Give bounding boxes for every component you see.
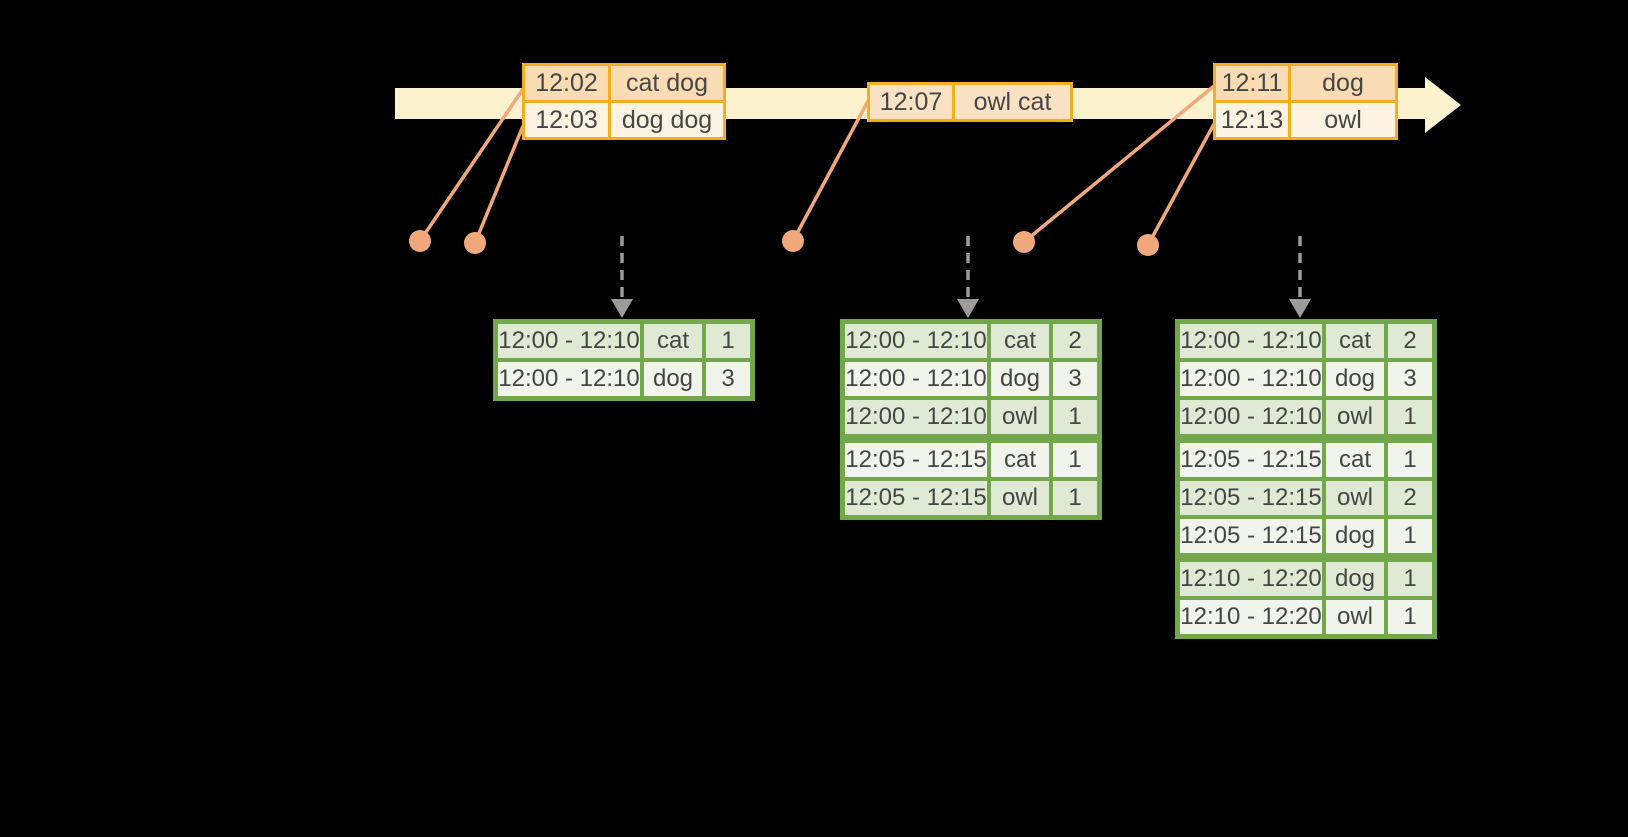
word-cell: cat xyxy=(644,324,702,358)
word-cell: dog xyxy=(1326,562,1384,596)
count-cell: 3 xyxy=(706,362,750,396)
window-cell: 12:10 - 12:20 xyxy=(1180,562,1322,596)
event-table-1211: 12:11 dog 12:13 owl xyxy=(1213,63,1398,140)
count-cell: 1 xyxy=(1053,400,1097,434)
event-table-1202: 12:02 cat dog 12:03 dog dog xyxy=(522,63,726,140)
result-row: 12:00 - 12:10 cat 1 xyxy=(498,324,750,358)
result-row: 12:05 - 12:15 dog 1 xyxy=(1180,519,1432,553)
result-row: 12:00 - 12:10 dog 3 xyxy=(498,362,750,396)
result-row: 12:10 - 12:20 dog 1 xyxy=(1180,562,1432,596)
word-cell: owl xyxy=(1326,600,1384,634)
word-cell: cat xyxy=(991,324,1049,358)
count-cell: 1 xyxy=(1053,481,1097,515)
event-words-cell: owl cat xyxy=(955,85,1070,119)
count-cell: 1 xyxy=(1053,443,1097,477)
event-table-1207: 12:07 owl cat xyxy=(867,82,1073,122)
count-cell: 1 xyxy=(706,324,750,358)
dashed-arrowhead-icon xyxy=(957,299,979,318)
result-row: 12:00 - 12:10 owl 1 xyxy=(845,400,1097,434)
word-cell: owl xyxy=(991,400,1049,434)
window-cell: 12:05 - 12:15 xyxy=(1180,443,1322,477)
event-row: 12:02 cat dog xyxy=(525,66,723,100)
event-time-axis-arrowhead-icon xyxy=(1425,77,1461,133)
event-marker-dot xyxy=(464,232,486,254)
count-cell: 2 xyxy=(1053,324,1097,358)
connector-line xyxy=(418,88,525,242)
word-cell: dog xyxy=(1326,519,1384,553)
trigger-arrows xyxy=(611,236,1311,318)
event-row: 12:11 dog xyxy=(1216,66,1395,100)
event-marker-dot xyxy=(1013,231,1035,253)
event-words-cell: dog xyxy=(1291,66,1395,100)
event-words-cell: dog dog xyxy=(611,103,723,137)
event-time-cell: 12:03 xyxy=(525,103,608,137)
word-cell: dog xyxy=(991,362,1049,396)
window-cell: 12:00 - 12:10 xyxy=(845,362,987,396)
word-cell: cat xyxy=(1326,324,1384,358)
window-cell: 12:00 - 12:10 xyxy=(1180,400,1322,434)
event-time-cell: 12:02 xyxy=(525,66,608,100)
window-cell: 12:05 - 12:15 xyxy=(1180,519,1322,553)
count-cell: 3 xyxy=(1053,362,1097,396)
window-cell: 12:00 - 12:10 xyxy=(845,400,987,434)
word-cell: cat xyxy=(991,443,1049,477)
count-cell: 1 xyxy=(1388,400,1432,434)
result-row: 12:05 - 12:15 owl 1 xyxy=(845,481,1097,515)
event-marker-dot xyxy=(409,230,431,252)
event-marker-dot xyxy=(782,230,804,252)
window-cell: 12:05 - 12:15 xyxy=(845,481,987,515)
word-cell: owl xyxy=(991,481,1049,515)
result-row: 12:00 - 12:10 cat 2 xyxy=(845,324,1097,358)
event-row: 12:13 owl xyxy=(1216,103,1395,137)
result-row: 12:05 - 12:15 cat 1 xyxy=(845,443,1097,477)
word-cell: dog xyxy=(1326,362,1384,396)
window-cell: 12:10 - 12:20 xyxy=(1180,600,1322,634)
event-connector-lines xyxy=(418,84,1216,246)
event-time-cell: 12:13 xyxy=(1216,103,1288,137)
count-cell: 1 xyxy=(1388,600,1432,634)
dashed-arrowhead-icon xyxy=(1289,299,1311,318)
dashed-arrowhead-icon xyxy=(611,299,633,318)
event-row: 12:07 owl cat xyxy=(870,85,1070,119)
window-cell: 12:05 - 12:15 xyxy=(1180,481,1322,515)
event-words-cell: owl xyxy=(1291,103,1395,137)
window-cell: 12:00 - 12:10 xyxy=(845,324,987,358)
connector-line xyxy=(791,100,870,242)
window-cell: 12:00 - 12:10 xyxy=(1180,324,1322,358)
event-words-cell: cat dog xyxy=(611,66,723,100)
event-marker-dots xyxy=(409,230,1159,256)
count-cell: 1 xyxy=(1388,519,1432,553)
result-row: 12:05 - 12:15 owl 2 xyxy=(1180,481,1432,515)
event-time-cell: 12:07 xyxy=(870,85,952,119)
result-row: 12:10 - 12:20 owl 1 xyxy=(1180,600,1432,634)
word-cell: owl xyxy=(1326,400,1384,434)
word-cell: dog xyxy=(644,362,702,396)
connector-line xyxy=(1022,84,1216,244)
word-cell: owl xyxy=(1326,481,1384,515)
result-table-2: 12:00 - 12:10 cat 2 12:00 - 12:10 dog 3 … xyxy=(840,319,1102,520)
result-row: 12:05 - 12:15 cat 1 xyxy=(1180,443,1432,477)
event-marker-dot xyxy=(1137,234,1159,256)
count-cell: 3 xyxy=(1388,362,1432,396)
result-table-3: 12:00 - 12:10 cat 2 12:00 - 12:10 dog 3 … xyxy=(1175,319,1437,639)
count-cell: 1 xyxy=(1388,562,1432,596)
result-row: 12:00 - 12:10 dog 3 xyxy=(845,362,1097,396)
window-cell: 12:05 - 12:15 xyxy=(845,443,987,477)
window-cell: 12:00 - 12:10 xyxy=(498,362,640,396)
result-row: 12:00 - 12:10 cat 2 xyxy=(1180,324,1432,358)
count-cell: 2 xyxy=(1388,324,1432,358)
result-table-1: 12:00 - 12:10 cat 1 12:00 - 12:10 dog 3 xyxy=(493,319,755,401)
result-row: 12:00 - 12:10 owl 1 xyxy=(1180,400,1432,434)
window-cell: 12:00 - 12:10 xyxy=(498,324,640,358)
word-cell: cat xyxy=(1326,443,1384,477)
connector-line xyxy=(1146,123,1216,246)
window-cell: 12:00 - 12:10 xyxy=(1180,362,1322,396)
event-time-cell: 12:11 xyxy=(1216,66,1288,100)
connector-line xyxy=(473,125,525,244)
event-row: 12:03 dog dog xyxy=(525,103,723,137)
count-cell: 1 xyxy=(1388,443,1432,477)
result-row: 12:00 - 12:10 dog 3 xyxy=(1180,362,1432,396)
count-cell: 2 xyxy=(1388,481,1432,515)
